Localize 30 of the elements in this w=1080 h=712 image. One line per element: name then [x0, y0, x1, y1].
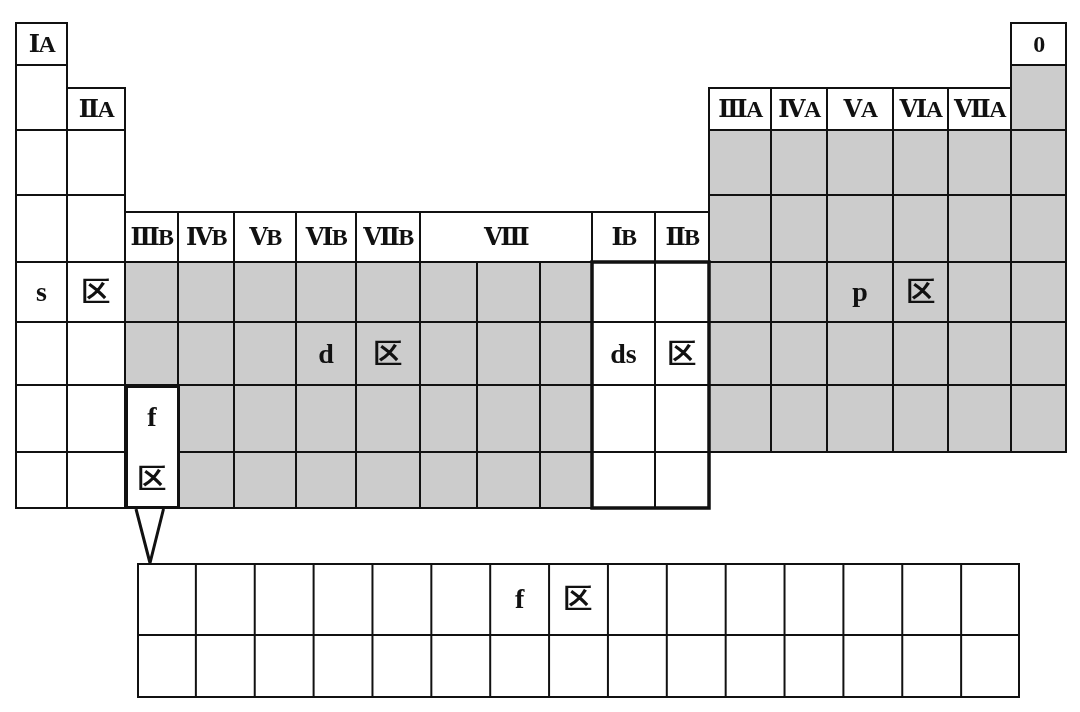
group-header: ⅣB	[184, 223, 228, 252]
block-label: ds	[609, 336, 638, 371]
block-label: f	[146, 399, 158, 434]
block-label: 区	[137, 461, 167, 496]
group-header: ⅦA	[953, 95, 1007, 124]
group-header: ⅠA	[27, 30, 56, 59]
group-header: Ⅷ	[482, 223, 530, 252]
block-label: 区	[563, 582, 594, 616]
group-header: ⅢA	[717, 95, 764, 124]
f-block-row	[137, 563, 1020, 698]
block-label: 区	[373, 336, 403, 371]
group-header: ⅡA	[77, 95, 115, 124]
group-header: 0	[1032, 30, 1046, 59]
group-header: ⅣA	[777, 95, 822, 124]
group-header: ⅠB	[610, 223, 638, 252]
group-header: ⅡB	[664, 223, 701, 252]
block-label: s	[35, 275, 48, 309]
block-label: 区	[81, 275, 111, 309]
group-header: ⅤA	[842, 95, 878, 124]
group-header: ⅥA	[898, 95, 943, 124]
block-label: d	[317, 336, 335, 371]
block-label: 区	[905, 275, 936, 309]
group-header: ⅤB	[248, 223, 283, 252]
block-label: 区	[667, 336, 697, 371]
group-header: ⅦB	[362, 223, 415, 252]
group-header: ⅥB	[304, 223, 348, 252]
block-label: f	[513, 582, 526, 616]
block-label: p	[851, 275, 869, 309]
group-header: ⅢB	[129, 223, 175, 252]
callout-pointer	[134, 507, 165, 565]
